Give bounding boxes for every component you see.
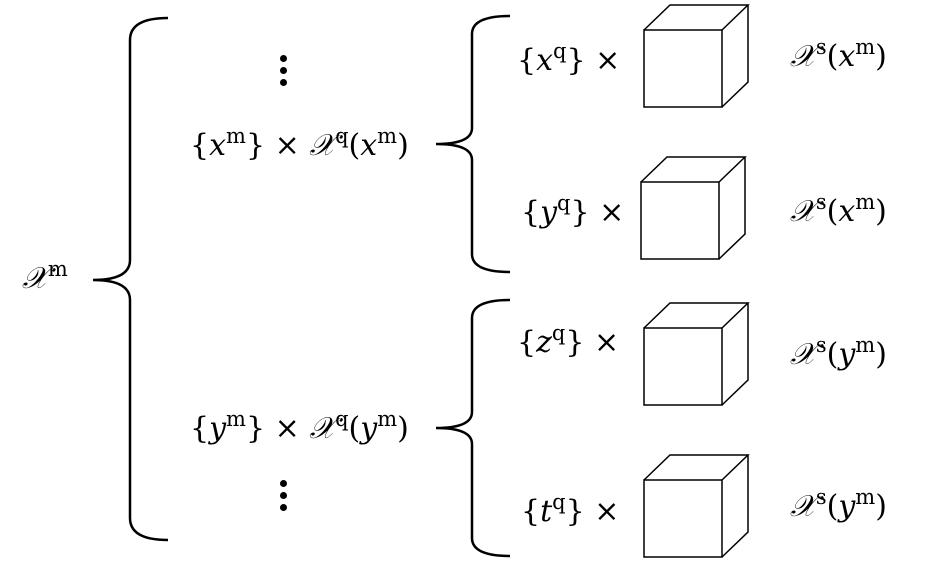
arg-sup: m: [855, 190, 876, 214]
leaf-space-4: 𝒳s(ym): [790, 485, 887, 524]
times-sign: ×: [595, 43, 621, 78]
upper-brace: [435, 14, 511, 274]
arg-sup: m: [855, 485, 876, 509]
root-space-sup: m: [47, 257, 68, 281]
leaf-set-x: {xq} ×: [517, 39, 621, 78]
space-symbol: 𝒳: [309, 128, 336, 163]
arg-sup: m: [855, 35, 876, 59]
leaf-set-z: {zq} ×: [517, 321, 620, 360]
space-sup: s: [815, 190, 827, 214]
leaf-space-3: 𝒳s(ym): [790, 333, 887, 372]
leaf-sup: q: [553, 39, 567, 63]
set-var: x: [209, 128, 227, 163]
space-symbol: 𝒳: [790, 489, 816, 524]
leaf-set-y: {yq} ×: [521, 191, 625, 230]
space-sup: q: [335, 407, 349, 431]
times-sign: ×: [594, 494, 620, 529]
set-sup: m: [226, 407, 246, 431]
space-sup: s: [815, 485, 827, 509]
space-sup: s: [815, 333, 827, 357]
times-sign: ×: [274, 411, 300, 446]
lower-brace: [435, 298, 511, 558]
set-var: y: [209, 411, 227, 446]
level1-node-y: {ym} × 𝒳q(ym): [190, 407, 409, 446]
root-space-label: 𝒳m: [22, 259, 68, 296]
times-sign: ×: [593, 325, 620, 360]
space-symbol: 𝒳: [790, 39, 816, 74]
leaf-var: x: [536, 43, 554, 78]
space-sup: q: [335, 124, 349, 148]
space-symbol: 𝒳: [309, 411, 336, 446]
set-sup: m: [226, 124, 246, 148]
arg-var: y: [838, 337, 856, 372]
leaf-sup: q: [552, 490, 566, 514]
cube-2: [640, 156, 747, 260]
space-symbol: 𝒳: [790, 194, 816, 229]
arg-sup: m: [855, 333, 876, 357]
leaf-var: y: [540, 195, 558, 230]
leaf-var: z: [536, 325, 552, 360]
times-sign: ×: [274, 128, 300, 163]
times-sign: ×: [599, 195, 625, 230]
root-brace: [92, 16, 169, 542]
level1-node-x: {xm} × 𝒳q(xm): [190, 124, 409, 163]
arg-var: x: [360, 128, 378, 163]
arg-var: y: [360, 411, 378, 446]
leaf-sup: q: [557, 191, 571, 215]
cube-4: [643, 454, 750, 558]
space-symbol: 𝒳: [790, 337, 816, 372]
leaf-space-2: 𝒳s(xm): [790, 190, 887, 229]
root-space-symbol: 𝒳: [22, 261, 48, 296]
leaf-set-t: {tq} ×: [521, 490, 620, 529]
arg-var: y: [838, 489, 856, 524]
leaf-var: t: [540, 494, 553, 529]
cube-3: [643, 302, 750, 406]
arg-var: x: [838, 194, 856, 229]
leaf-sup: q: [551, 321, 566, 345]
arg-sup: m: [377, 124, 398, 148]
arg-sup: m: [377, 407, 398, 431]
ellipsis-bottom: [278, 480, 288, 511]
space-sup: s: [815, 35, 827, 59]
leaf-space-1: 𝒳s(xm): [790, 35, 887, 74]
ellipsis-top: [278, 55, 288, 86]
cube-1: [643, 4, 750, 108]
arg-var: x: [838, 39, 856, 74]
